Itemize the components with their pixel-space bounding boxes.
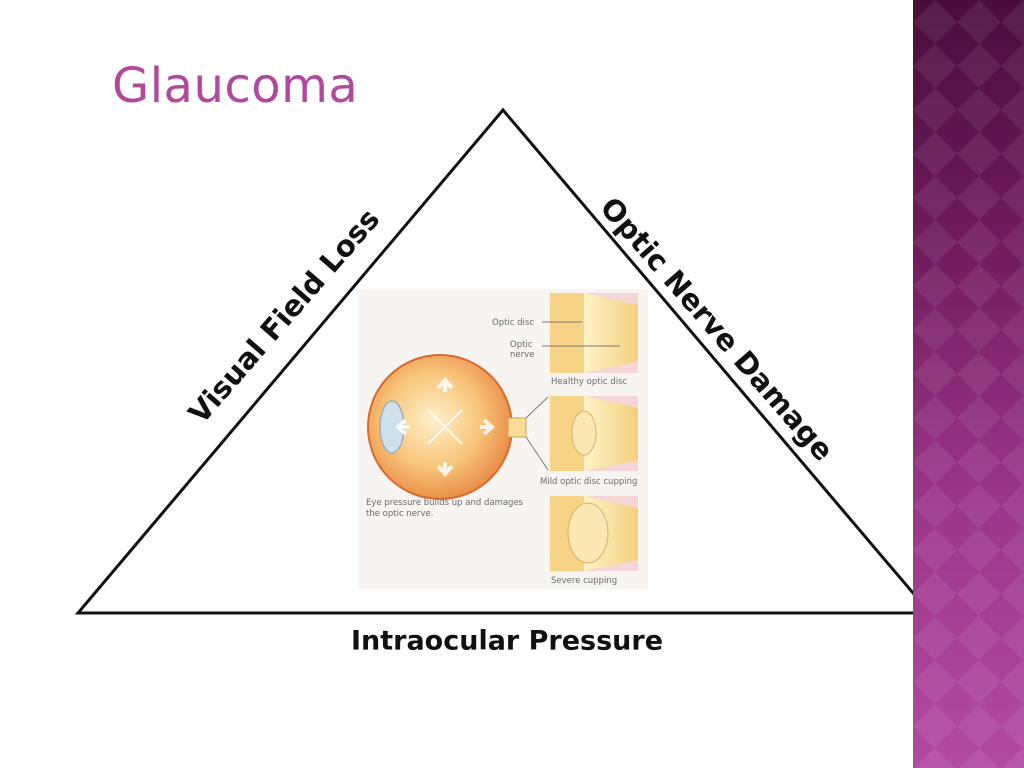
severe-cupping-caption: Severe cupping <box>551 576 617 586</box>
optic-disc-label: Optic disc <box>492 318 534 328</box>
intraocular-pressure-label: Intraocular Pressure <box>350 625 664 657</box>
mild-cupping-caption: Mild optic disc cupping <box>540 477 637 487</box>
mild-cupping-panel <box>550 396 638 471</box>
severe-cupping-panel <box>550 496 638 571</box>
slide-title: Glaucoma <box>112 58 359 114</box>
glaucoma-triangle-diagram: Optic disc Optic nerve Healthy optic dis… <box>74 107 913 615</box>
diamond-pattern <box>913 0 1024 768</box>
triangle-outline <box>74 107 913 615</box>
optic-nerve-label-line2: nerve <box>510 350 534 360</box>
pressure-caption-line1: Eye pressure builds up and damages <box>366 498 524 508</box>
healthy-optic-disc-panel <box>542 293 638 373</box>
pressure-caption-line2: the optic nerve. <box>366 509 433 519</box>
decorative-side-band <box>913 0 1024 768</box>
eye-illustration: Optic disc Optic nerve Healthy optic dis… <box>358 289 648 589</box>
eyeball-illustration <box>367 354 549 500</box>
optic-nerve-label-line1: Optic <box>510 340 533 350</box>
healthy-disc-caption: Healthy optic disc <box>551 377 627 387</box>
pressure-arrows-icon <box>394 376 496 478</box>
